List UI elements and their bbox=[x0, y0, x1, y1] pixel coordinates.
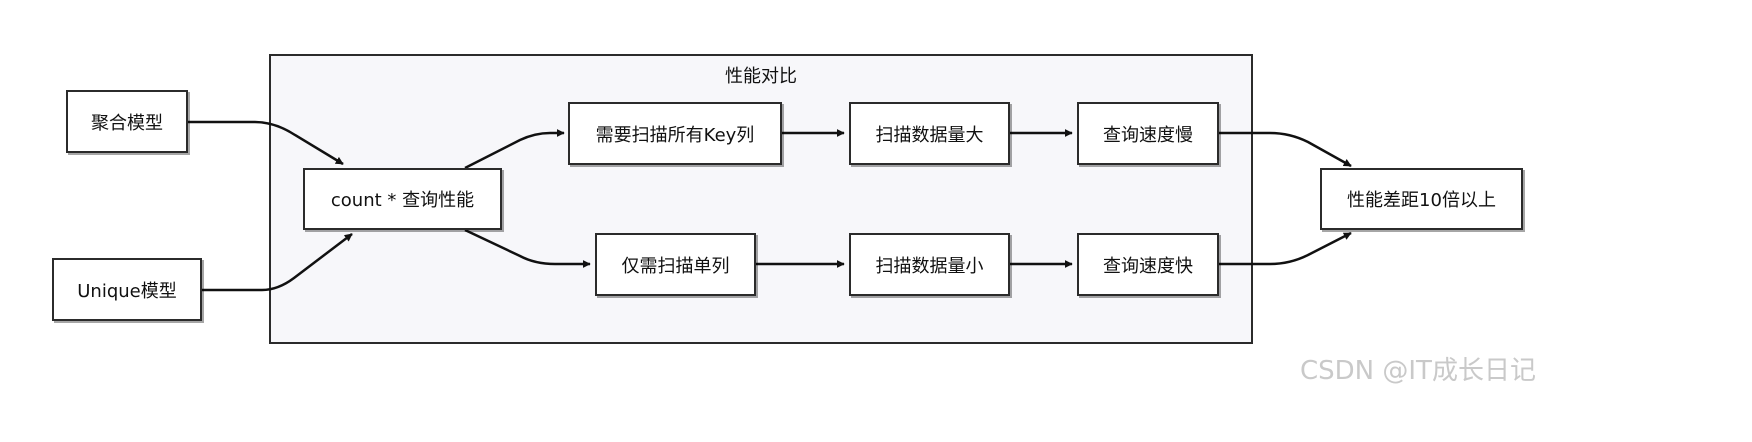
node-performance-gap: 性能差距10倍以上 bbox=[1320, 168, 1523, 230]
node-unique-model: Unique模型 bbox=[52, 258, 202, 321]
node-small-scan-data: 扫描数据量小 bbox=[849, 233, 1010, 296]
node-label: 性能差距10倍以上 bbox=[1347, 190, 1496, 211]
edge-uniq-to-count bbox=[202, 233, 353, 292]
node-label: 仅需扫描单列 bbox=[621, 255, 730, 277]
edge-fast-to-result bbox=[1219, 231, 1352, 266]
edge-count-to-scanall bbox=[464, 129, 565, 170]
node-label: 查询速度快 bbox=[1103, 255, 1193, 277]
edge-slow-to-result bbox=[1219, 131, 1352, 168]
node-scan-all-key-columns: 需要扫描所有Key列 bbox=[568, 102, 782, 165]
node-label: 扫描数据量大 bbox=[875, 124, 984, 146]
node-label: 查询速度慢 bbox=[1103, 124, 1193, 146]
node-label: 扫描数据量小 bbox=[875, 255, 984, 277]
node-large-scan-data: 扫描数据量大 bbox=[849, 102, 1010, 165]
edges-layer bbox=[188, 120, 1352, 292]
watermark-text: CSDN @IT成长日记 bbox=[1300, 356, 1536, 386]
node-scan-single-column: 仅需扫描单列 bbox=[595, 233, 756, 296]
node-query-fast: 查询速度快 bbox=[1077, 233, 1219, 296]
group-title: 性能对比 bbox=[725, 66, 797, 87]
edge-count-to-scanone bbox=[464, 228, 591, 268]
node-count-query-performance: count * 查询性能 bbox=[303, 168, 502, 230]
node-label: count * 查询性能 bbox=[330, 190, 475, 211]
node-query-slow: 查询速度慢 bbox=[1077, 102, 1219, 165]
node-label: Unique模型 bbox=[77, 280, 177, 302]
edge-agg-to-count bbox=[188, 120, 344, 166]
node-aggregate-model: 聚合模型 bbox=[66, 90, 188, 153]
flow-diagram: 性能对比 聚合模型 Unique模型 count * 查询性能 需要扫描所有Ke… bbox=[52, 54, 1536, 386]
node-label: 需要扫描所有Key列 bbox=[595, 124, 755, 146]
node-label: 聚合模型 bbox=[91, 112, 163, 134]
